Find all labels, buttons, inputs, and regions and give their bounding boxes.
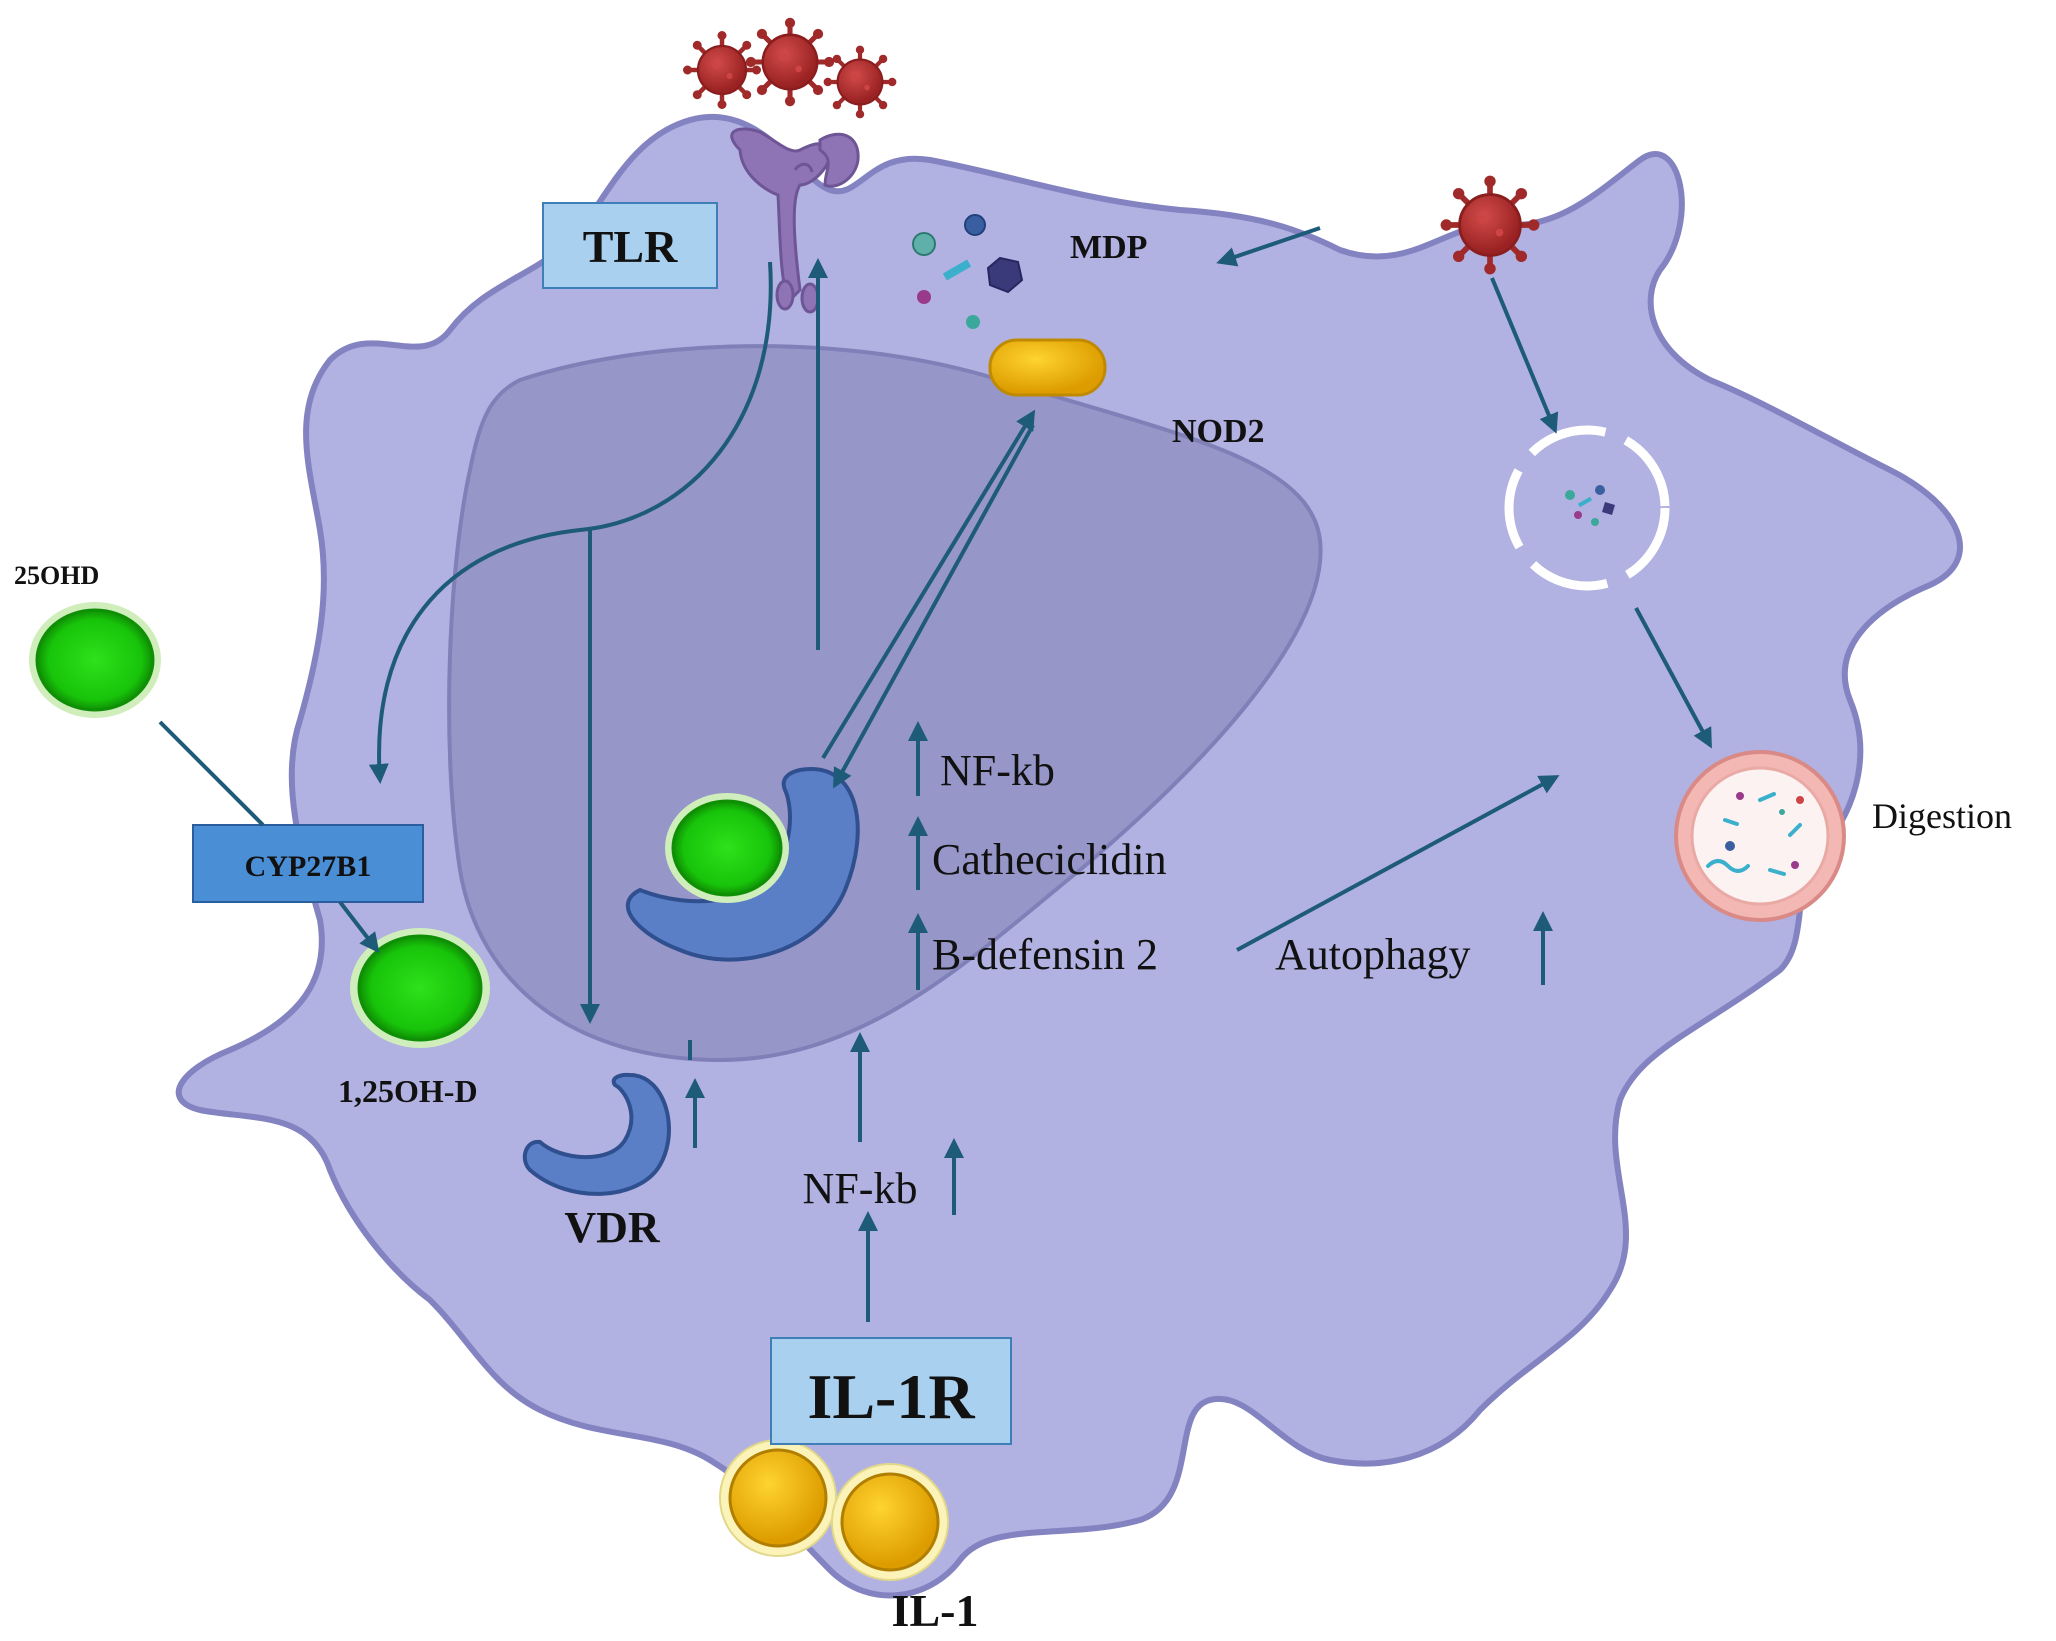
cathelicidin-label: Catheciclidin <box>932 835 1167 884</box>
il1r-label-box <box>770 1337 1012 1445</box>
autophagy-label: Autophagy <box>1275 930 1471 979</box>
arrow-defensin-to-autophagy <box>1236 775 1560 952</box>
digestion-label: Digestion <box>1872 796 2012 836</box>
arrow-phagosome-to-digestion <box>1634 607 1712 749</box>
il1-label: IL-1 <box>892 1585 979 1636</box>
nfkb-lower-label: NF-kb <box>803 1164 918 1213</box>
arrow-virus-to-mdp <box>1216 226 1321 267</box>
arrow-virus-to-phagosome <box>1490 277 1559 434</box>
mdp-fragments-icon <box>912 214 1024 329</box>
nod2-receptor-icon <box>988 338 1107 397</box>
arrow-complex-to-nod2 <box>821 409 1036 760</box>
vdr-label: VDR <box>564 1203 661 1252</box>
mdp-label: MDP <box>1070 229 1147 266</box>
bdefensin-label: B-defensin 2 <box>932 930 1158 979</box>
nod2-label: NOD2 <box>1172 413 1265 450</box>
ohd25-label: 25OHD <box>14 561 99 590</box>
cyp27b1-box <box>192 824 424 903</box>
arrow-cyp27b1-to-125ohd <box>338 900 380 954</box>
il1-molecule-icon <box>719 1439 949 1581</box>
vitamin-d-icon <box>35 608 155 712</box>
arrow-25ohd-to-cyp27b1 <box>158 720 265 827</box>
arrow-nod2-to-complex <box>833 424 1035 789</box>
pathway-arrows <box>158 226 1712 1322</box>
tlr-label: TLR <box>583 221 678 272</box>
ohd125-label: 1,25OH-D <box>338 1073 478 1109</box>
phagosome-icon <box>1504 425 1670 591</box>
il1r-label: IL-1R <box>807 1361 975 1432</box>
tlr-receptor-icon <box>730 127 860 314</box>
vitamin-d-icon <box>357 934 483 1042</box>
lysosome-icon <box>1674 750 1846 922</box>
vdr-receptor-icon <box>625 767 860 962</box>
virus-icon <box>683 18 896 119</box>
nfkb-nucleus-label: NF-kb <box>940 746 1055 795</box>
virus-icon <box>1441 176 1540 275</box>
vitamin-d-icon <box>671 799 783 897</box>
vdr-receptor-icon <box>522 1072 671 1196</box>
tlr-label-box <box>542 202 718 289</box>
cyp27b1-label: CYP27B1 <box>245 850 372 883</box>
arrow-tlr-to-cyp27b1 <box>368 261 773 784</box>
